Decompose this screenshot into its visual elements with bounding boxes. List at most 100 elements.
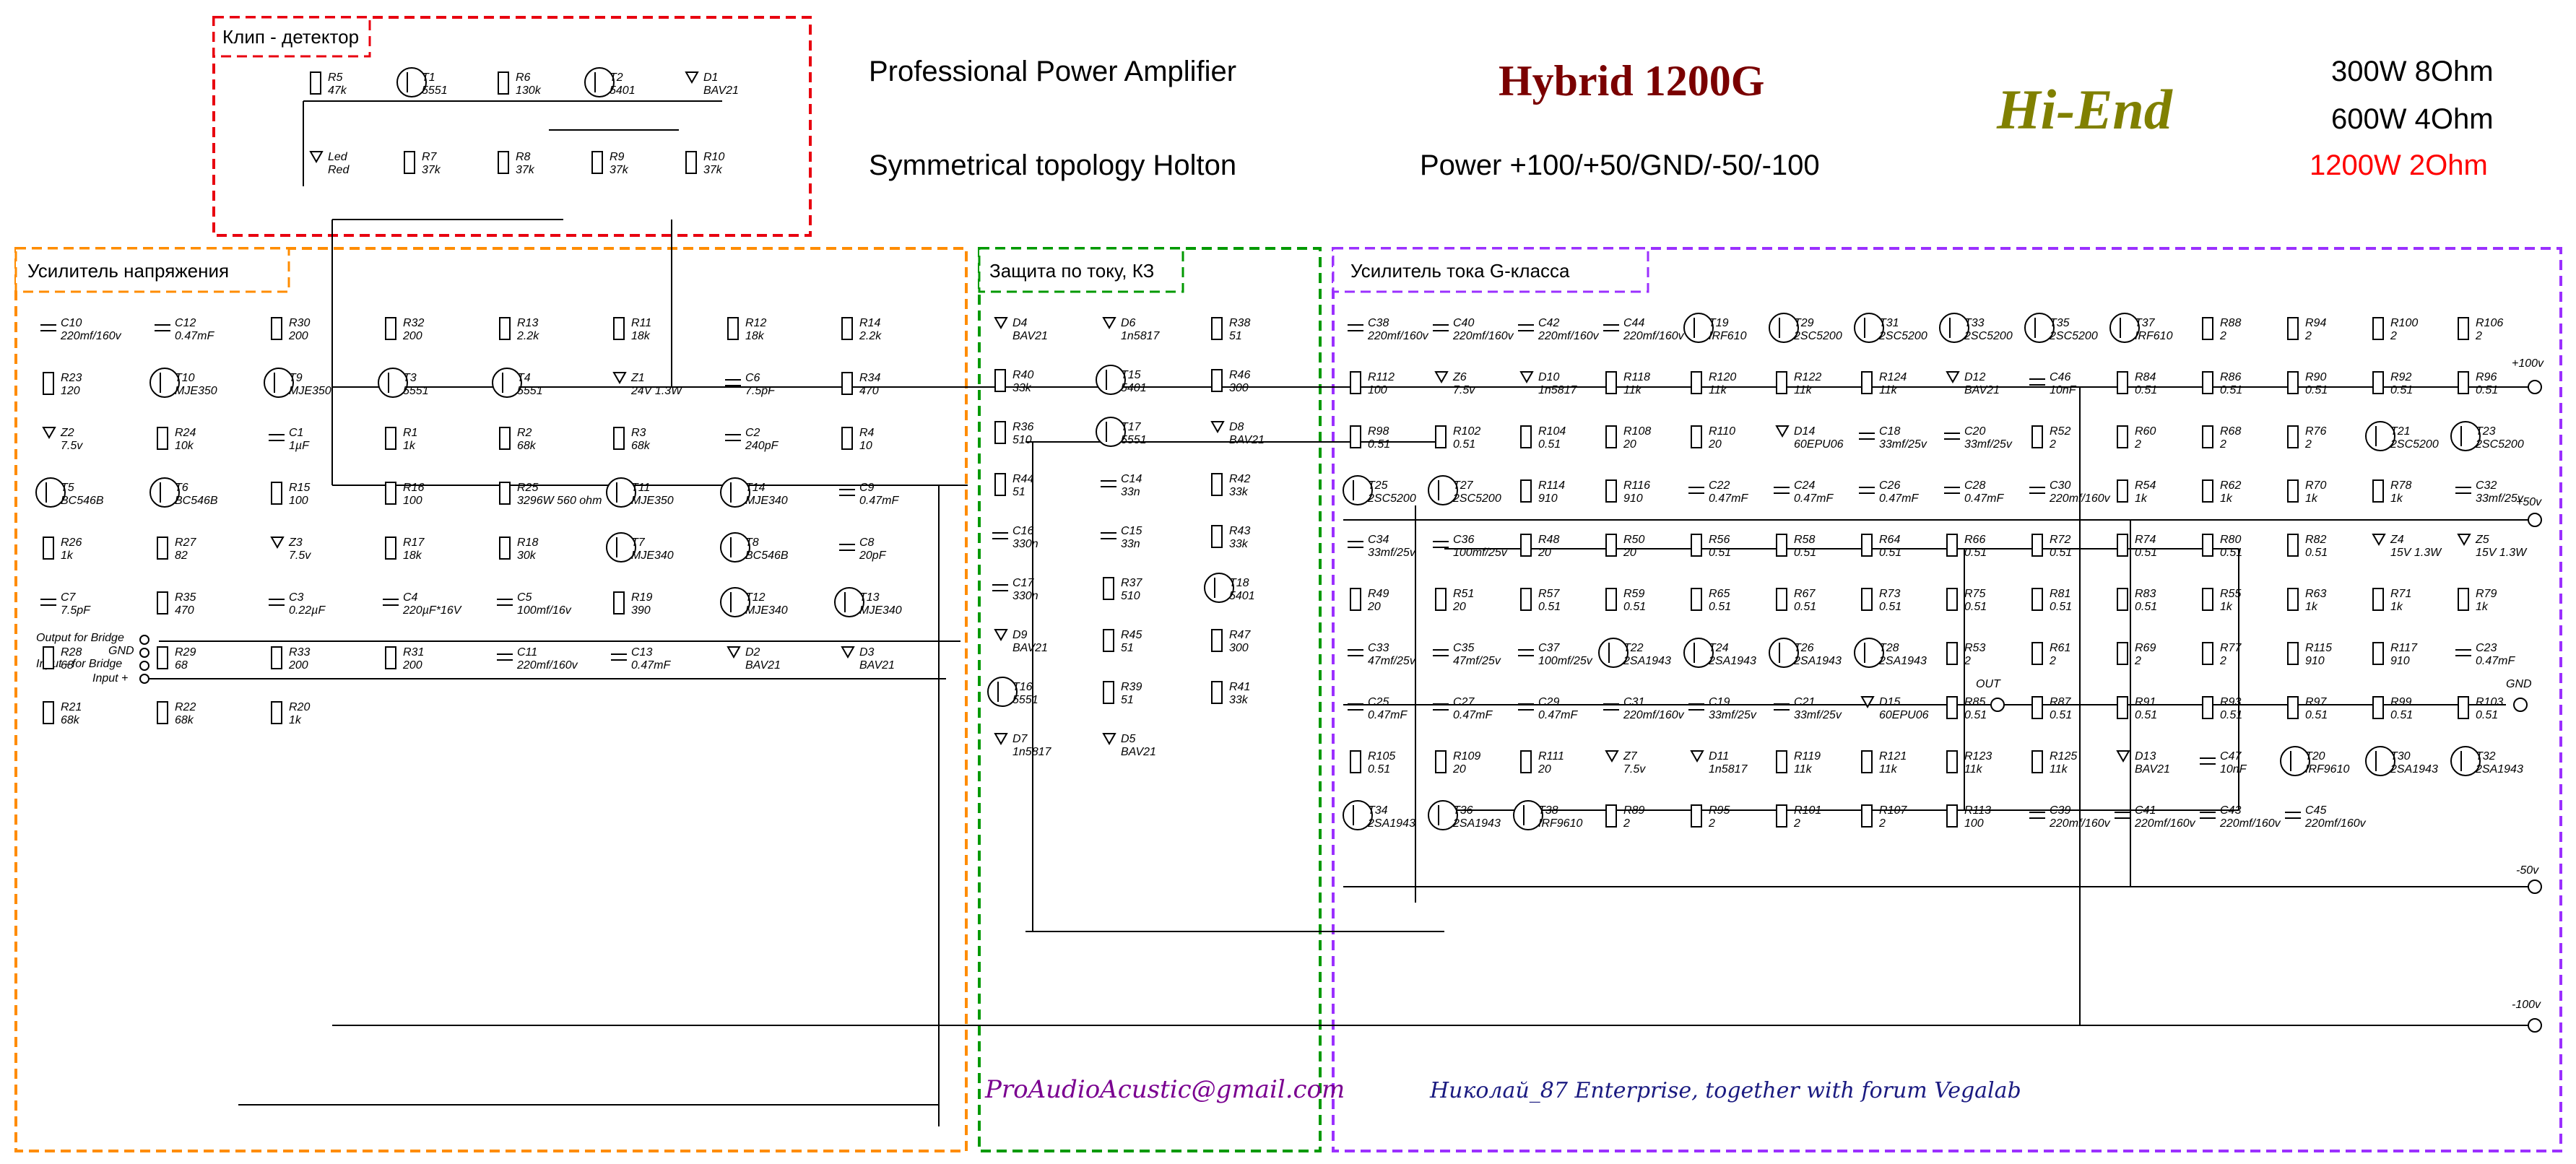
component-value: 1k	[2220, 601, 2233, 613]
component-value: 330n	[1012, 538, 1038, 550]
component-ref: C1	[289, 427, 303, 439]
component-ref: D8	[1229, 421, 1244, 433]
component-value: 2	[1708, 817, 1715, 830]
component-ref: T18	[1229, 577, 1249, 589]
component-ref: C31	[1623, 696, 1644, 708]
component-ref: R65	[1709, 588, 1730, 600]
component-value: 2SC5200	[1367, 492, 1416, 505]
component-ref: Z7	[1623, 750, 1638, 763]
component-ref: C35	[1453, 642, 1474, 654]
component-ref: C41	[2135, 804, 2156, 817]
component-value: 0.51	[1623, 601, 1646, 613]
component-value: 20	[1538, 763, 1551, 776]
component-ref: R42	[1229, 473, 1250, 485]
component-value: 1k	[2476, 601, 2489, 613]
component-ref: R51	[1453, 588, 1474, 600]
component-ref: C13	[631, 646, 652, 659]
component-ref: R120	[1709, 371, 1736, 383]
component-ref: R64	[1879, 534, 1900, 546]
component-ref: R10	[703, 151, 724, 163]
component-value: Red	[328, 164, 350, 176]
component-value: MJE340	[745, 604, 788, 617]
component-value: 11k	[1964, 763, 1983, 776]
component-ref: D2	[745, 646, 760, 659]
component-value: 60EPU06	[1879, 709, 1929, 721]
component-ref: R27	[175, 537, 196, 549]
rail-out: OUT	[1976, 678, 2001, 690]
rail-p50: +50v	[2516, 496, 2542, 508]
component-value: 510	[1121, 590, 1140, 602]
component-value: 24V 1.3W	[630, 385, 683, 397]
component-value: 0.47mF	[2476, 655, 2515, 667]
component-ref: T28	[1879, 642, 1899, 654]
component-value: 910	[1623, 492, 1643, 505]
component-ref: T9	[289, 372, 303, 384]
component-value: 220mf/160v	[60, 330, 122, 342]
component-ref: R16	[403, 482, 424, 494]
component-ref: T33	[1964, 317, 1985, 329]
component-value: 2SA1943	[1367, 817, 1415, 830]
component-value: 0.51	[2305, 709, 2328, 721]
component-ref: R48	[1538, 534, 1559, 546]
component-value: 0.51	[2476, 709, 2498, 721]
component-value: 100mf/25v	[1538, 655, 1593, 667]
component-ref: D4	[1012, 317, 1028, 329]
component-value: 220µF*16V	[402, 604, 462, 617]
component-ref: T6	[175, 482, 188, 494]
component-ref: D6	[1121, 317, 1136, 329]
component-value: 5401	[610, 84, 636, 97]
component-ref: R80	[2220, 534, 2241, 546]
component-value: 2SA1943	[1793, 655, 1842, 667]
component-ref: R103	[2476, 696, 2503, 708]
component-value: 130k	[516, 84, 542, 97]
component-ref: D3	[859, 646, 875, 659]
component-ref: T10	[175, 372, 195, 384]
component-value: 33k	[1229, 694, 1249, 706]
component-ref: R94	[2305, 317, 2326, 329]
component-ref: R50	[1623, 534, 1644, 546]
component-value: 1n5817	[1709, 763, 1748, 776]
component-ref: R115	[2305, 642, 2332, 654]
component-value: BAV21	[859, 659, 895, 672]
component-ref: T24	[1709, 642, 1729, 654]
component-ref: Z3	[288, 537, 303, 549]
component-ref: T37	[2135, 317, 2156, 329]
component-ref: R69	[2135, 642, 2156, 654]
component-value: 2	[1878, 817, 1886, 830]
component-ref: T17	[1121, 421, 1142, 433]
component-ref: R67	[1794, 588, 1816, 600]
component-ref: R99	[2390, 696, 2411, 708]
component-z7: Z77.5v	[1605, 750, 1646, 776]
component-value: IRF9610	[2305, 763, 2349, 776]
